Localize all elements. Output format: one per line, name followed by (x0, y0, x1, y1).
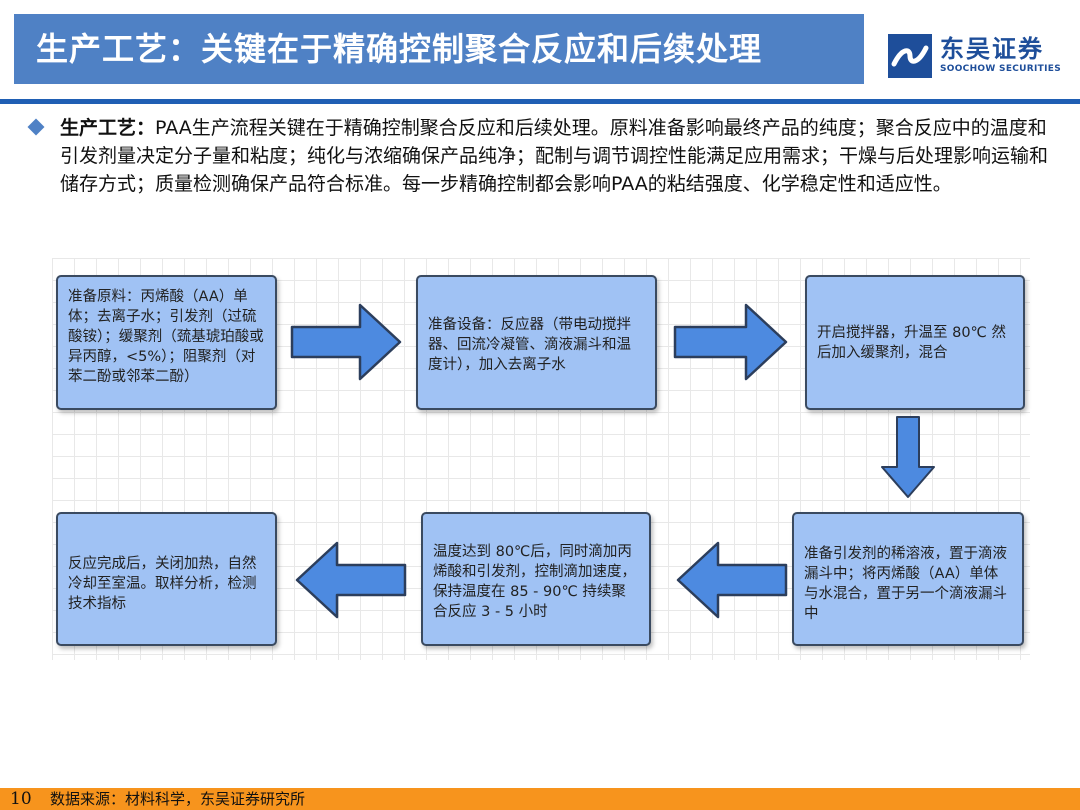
data-source-note: 数据来源：材料科学，东吴证券研究所 (50, 790, 306, 808)
flow-step-equipment: 准备设备：反应器（带电动搅拌器、回流冷凝管、滴液漏斗和温度计），加入去离子水 (416, 275, 657, 410)
footer-bar: 10 数据来源：材料科学，东吴证券研究所 (0, 788, 1080, 810)
arrow-right-icon (290, 303, 402, 381)
diamond-bullet-icon (27, 118, 45, 136)
page-number: 10 (10, 789, 32, 809)
title-bar: 生产工艺：关键在于精确控制聚合反应和后续处理 (14, 14, 864, 84)
arrow-right-icon (673, 303, 788, 381)
flow-step-text: 反应完成后，关闭加热，自然冷却至室温。取样分析，检测技术指标 (68, 556, 257, 612)
logo-company-name: 东吴证券 (940, 35, 1044, 63)
flow-step-heating: 开启搅拌器，升温至 80℃ 然后加入缓聚剂，混合 (805, 275, 1025, 410)
arrow-left-icon (295, 541, 407, 619)
flow-step-text: 准备原料：丙烯酸（AA）单体；去离子水；引发剂（过硫酸铵）；缓聚剂（巯基琥珀酸或… (68, 289, 264, 385)
intro-paragraph: 生产工艺：PAA生产流程关键在于精确控制聚合反应和后续处理。原料准备影响最终产品… (60, 114, 1055, 198)
flow-step-text: 开启搅拌器，升温至 80℃ 然后加入缓聚剂，混合 (817, 325, 1006, 361)
flow-step-raw-materials: 准备原料：丙烯酸（AA）单体；去离子水；引发剂（过硫酸铵）；缓聚剂（巯基琥珀酸或… (56, 275, 277, 410)
page-title: 生产工艺：关键在于精确控制聚合反应和后续处理 (36, 30, 763, 68)
arrow-left-icon (676, 541, 788, 619)
company-logo: 东吴证券 SOOCHOW SECURITIES (888, 34, 1068, 78)
flow-step-text: 准备设备：反应器（带电动搅拌器、回流冷凝管、滴液漏斗和温度计），加入去离子水 (428, 317, 631, 373)
flow-step-polymerization: 温度达到 80℃后，同时滴加丙烯酸和引发剂，控制滴加速度，保持温度在 85 - … (421, 512, 651, 646)
arrow-down-icon (881, 416, 935, 498)
flow-step-cooling-analysis: 反应完成后，关闭加热，自然冷却至室温。取样分析，检测技术指标 (56, 512, 277, 646)
flow-step-text: 温度达到 80℃后，同时滴加丙烯酸和引发剂，控制滴加速度，保持温度在 85 - … (433, 544, 636, 620)
flow-step-text: 准备引发剂的稀溶液，置于滴液漏斗中；将丙烯酸（AA）单体与水混合，置于另一个滴液… (804, 546, 1007, 622)
flow-step-initiator-prep: 准备引发剂的稀溶液，置于滴液漏斗中；将丙烯酸（AA）单体与水混合，置于另一个滴液… (792, 512, 1024, 646)
logo-company-name-en: SOOCHOW SECURITIES (940, 64, 1061, 74)
intro-lead: 生产工艺： (60, 117, 156, 139)
intro-body: PAA生产流程关键在于精确控制聚合反应和后续处理。原料准备影响最终产品的纯度；聚… (60, 117, 1049, 195)
header-divider (0, 99, 1080, 104)
soochow-logo-icon (888, 34, 932, 78)
